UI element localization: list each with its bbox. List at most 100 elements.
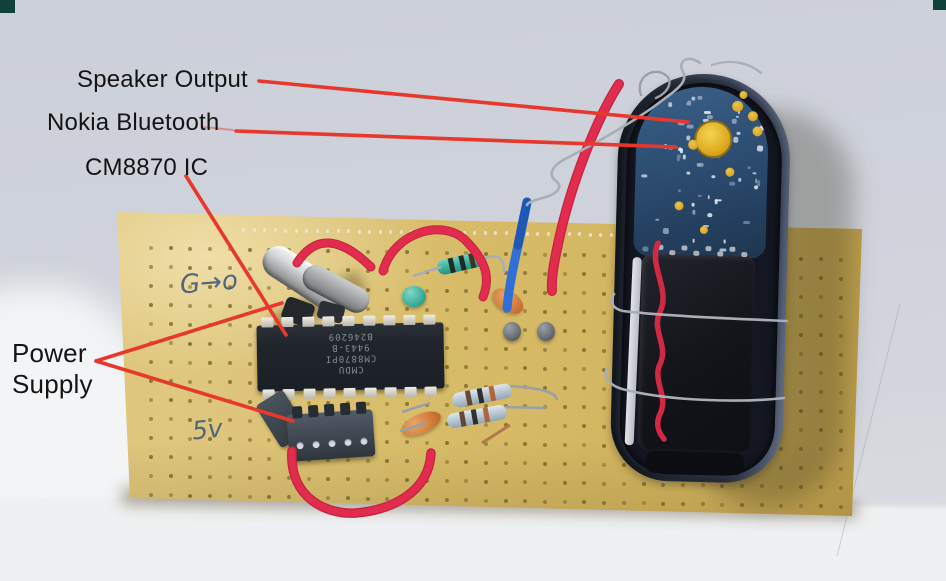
perfboard-hole xyxy=(582,462,587,467)
pcb-component-speck xyxy=(728,181,735,186)
perfboard-hole xyxy=(464,346,469,351)
perfboard-hole xyxy=(543,347,547,352)
perfboard-hole xyxy=(464,308,469,313)
header-pin-tip xyxy=(296,441,304,450)
perfboard-hole xyxy=(543,309,547,314)
perfboard-hole xyxy=(838,466,843,471)
pcb-component-speck xyxy=(696,162,704,167)
pcb-component-speck xyxy=(679,148,683,154)
perfboard-hole xyxy=(562,462,567,467)
headset-bottom-module xyxy=(645,450,745,476)
perfboard-hole xyxy=(365,287,370,292)
perfboard-hole xyxy=(543,499,547,504)
perfboard-hole xyxy=(680,483,685,488)
perfboard-hole xyxy=(523,347,528,352)
solder-blob xyxy=(729,246,736,252)
perfboard-hole xyxy=(267,495,272,499)
perfboard-hole xyxy=(483,365,488,370)
perfboard-hole xyxy=(168,493,173,498)
perfboard-hole xyxy=(444,308,449,313)
edge-solder-dot xyxy=(336,229,340,234)
perfboard-hole xyxy=(779,484,784,489)
pcb-component-speck xyxy=(682,154,686,160)
resistor-band xyxy=(488,385,497,402)
perfboard-hole xyxy=(523,442,528,447)
perfboard-hole xyxy=(641,482,646,487)
perfboard-hole xyxy=(365,306,370,311)
perfboard-hole xyxy=(838,485,843,490)
pcb-component-speck xyxy=(655,218,660,222)
perfboard-hole xyxy=(188,436,193,441)
perfboard-hole xyxy=(562,500,567,505)
cm8870-dip-ic: CMDU CM8870PI 9443-B B246209 xyxy=(256,314,445,400)
perfboard-hole xyxy=(562,329,567,334)
pcb-component-speck xyxy=(757,145,764,152)
perfboard-hole xyxy=(168,284,173,289)
perfboard-hole xyxy=(818,428,823,433)
solder-blob xyxy=(693,250,700,256)
perfboard-hole xyxy=(779,446,784,451)
perfboard-hole xyxy=(759,484,764,489)
solder-blob xyxy=(669,250,676,256)
edge-solder-dot xyxy=(609,232,613,237)
pcb-component-speck xyxy=(677,120,685,126)
pcb-component-speck xyxy=(691,96,696,101)
perfboard-hole xyxy=(444,460,449,465)
perfboard-hole xyxy=(602,348,607,353)
perfboard-hole xyxy=(799,390,804,395)
perfboard-hole xyxy=(799,314,804,319)
perfboard-hole xyxy=(838,504,843,509)
edge-solder-dot xyxy=(357,229,361,234)
ic-pin xyxy=(403,314,416,326)
perfboard-hole xyxy=(208,456,213,460)
perfboard-hole xyxy=(759,503,764,508)
edge-solder-dot xyxy=(494,231,497,236)
perfboard-hole xyxy=(602,367,607,372)
edge-solder-dot xyxy=(368,229,371,234)
perfboard-hole xyxy=(267,438,272,442)
pcb-component-speck xyxy=(751,172,757,175)
perfboard-hole xyxy=(149,265,153,269)
header-pin-tip xyxy=(360,437,368,445)
perfboard-hole xyxy=(464,498,469,503)
perfboard-hole xyxy=(149,436,153,440)
perfboard-hole xyxy=(700,483,705,488)
perfboard-hole xyxy=(799,466,804,471)
perfboard-hole xyxy=(326,401,331,405)
perfboard-hole xyxy=(483,498,488,503)
solder-blob xyxy=(717,251,724,257)
ic-pin xyxy=(383,315,396,326)
header-pin-tooth xyxy=(339,402,351,416)
perfboard-hole xyxy=(582,386,587,391)
perfboard-hole xyxy=(779,503,784,508)
perfboard-hole xyxy=(149,455,153,459)
perfboard-hole xyxy=(818,257,823,262)
perfboard-hole xyxy=(444,498,449,503)
perfboard-hole xyxy=(621,501,626,506)
perfboard-hole xyxy=(385,307,390,312)
pcb-component-speck xyxy=(692,209,696,216)
perfboard-hole xyxy=(562,424,567,429)
perfboard-hole xyxy=(168,455,173,460)
edge-solder-dot xyxy=(525,231,529,236)
resistor-band xyxy=(482,407,491,423)
pcb-component-speck xyxy=(732,136,739,143)
capacitor-gray-2 xyxy=(537,322,555,341)
ic-pin xyxy=(343,387,356,399)
perfboard-hole xyxy=(562,348,567,353)
solder-blob xyxy=(681,245,688,251)
edge-solder-dot xyxy=(315,228,319,233)
power-supply-label: Power Supply xyxy=(12,338,93,399)
resistor-band xyxy=(464,390,473,406)
ic-pin xyxy=(423,314,436,325)
perfboard-hole xyxy=(602,329,607,334)
perfboard-hole xyxy=(740,503,744,508)
perfboard-hole xyxy=(680,502,685,507)
perfboard-hole xyxy=(483,308,488,313)
perfboard-hole xyxy=(168,265,173,270)
edge-solder-dot xyxy=(294,228,298,233)
perfboard-hole xyxy=(523,328,528,333)
perfboard-hole xyxy=(424,440,429,445)
ic-pin xyxy=(362,315,375,326)
perfboard-hole xyxy=(602,405,607,410)
